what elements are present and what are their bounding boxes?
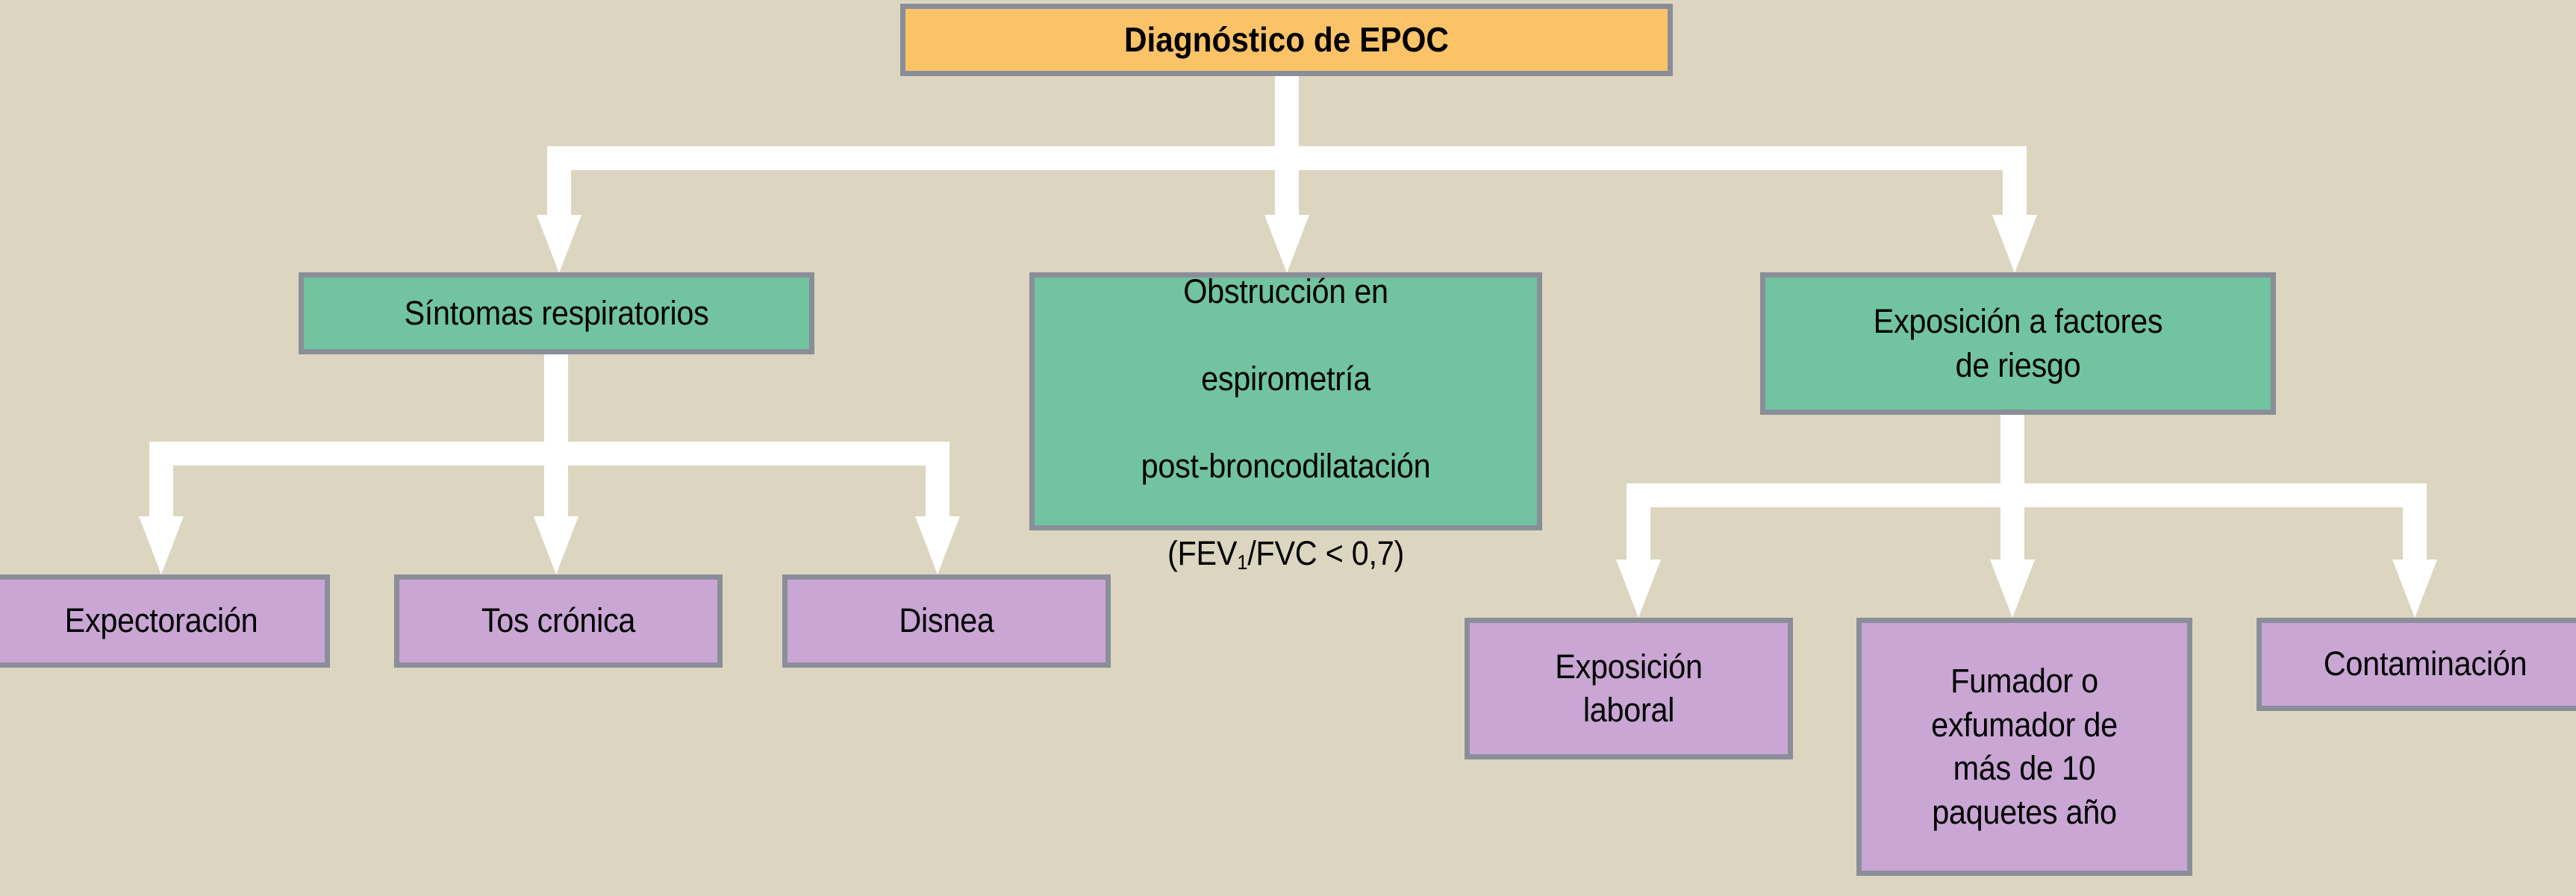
connector-exposicion-to-laboral-arrowhead	[1616, 560, 1661, 618]
node-contaminacion[interactable]: Contaminación	[2257, 618, 2576, 711]
node-expectoracion[interactable]: Expectoración	[0, 574, 330, 668]
node-exposicion-laboral-label: Exposición laboral	[1555, 647, 1703, 730]
connector-exposicion-bar	[1627, 483, 2427, 507]
node-obstruccion-espirometria[interactable]: Obstrucción en espirometría post-broncod…	[1029, 272, 1542, 574]
connector-root-to-exposicion-arrowhead	[1992, 215, 2037, 273]
connector-exposicion-to-laboral-stem	[1627, 483, 1650, 566]
obstruccion-line-4: (FEV1/FVC < 0,7)	[1167, 534, 1404, 574]
connector-sintomas-stem	[544, 352, 568, 443]
node-disnea-label: Disnea	[899, 601, 994, 640]
connector-exposicion-to-fumador-arrowhead	[1990, 560, 2035, 618]
connector-root-to-sintomas-arrowhead	[537, 215, 581, 273]
connector-root-to-sintomas-stem	[547, 146, 571, 221]
node-sintomas-respiratorios[interactable]: Síntomas respiratorios	[299, 272, 814, 354]
node-fumador-exfumador[interactable]: Fumador o exfumador de más de 10 paquete…	[1856, 618, 2192, 876]
obstruccion-fev-suffix: /FVC < 0,7)	[1247, 534, 1404, 573]
connector-sintomas-to-tos-stem	[544, 442, 568, 522]
node-exposicion-factores-riesgo[interactable]: Exposición a factores de riesgo	[1760, 272, 2276, 415]
node-sintomas-respiratorios-label: Síntomas respiratorios	[404, 293, 709, 332]
node-obstruccion-espirometria-label: Obstrucción en espirometría post-broncod…	[1055, 227, 1517, 577]
node-exposicion-factores-riesgo-label: Exposición a factores de riesgo	[1873, 302, 2163, 384]
obstruccion-fev-prefix: (FEV	[1167, 534, 1238, 573]
node-diagnostico-epoc[interactable]: Diagnóstico de EPOC	[900, 4, 1673, 76]
connector-root-to-exposicion-stem	[2003, 146, 2027, 221]
connector-exposicion-to-fumador-stem	[2000, 483, 2024, 566]
obstruccion-fev-subscript: 1	[1237, 551, 1248, 574]
obstruccion-line-1: Obstrucción en	[1183, 272, 1388, 311]
connector-sintomas-to-tos-arrowhead	[534, 516, 578, 574]
node-diagnostico-epoc-label: Diagnóstico de EPOC	[1123, 19, 1450, 59]
node-tos-cronica-label: Tos crónica	[481, 601, 636, 640]
connector-root-to-obstruccion-stem	[1275, 146, 1299, 221]
connector-sintomas-to-disnea-stem	[926, 442, 949, 522]
obstruccion-line-2: espirometría	[1201, 360, 1370, 398]
connector-root-to-obstruccion-arrowhead	[1264, 215, 1309, 273]
obstruccion-line-3: post-broncodilatación	[1141, 447, 1431, 486]
connector-exposicion-to-contaminacion-stem	[2403, 483, 2427, 566]
connector-sintomas-to-expectoracion-arrowhead	[139, 516, 184, 574]
connector-sintomas-to-disnea-arrowhead	[915, 516, 960, 574]
node-expectoracion-label: Expectoración	[64, 601, 258, 640]
node-contaminacion-label: Contaminación	[2323, 645, 2527, 683]
connector-sintomas-to-expectoracion-stem	[149, 442, 173, 522]
connector-root-stem	[1275, 75, 1299, 148]
node-fumador-exfumador-label: Fumador o exfumador de más de 10 paquete…	[1931, 662, 2118, 831]
connector-exposicion-to-contaminacion-arrowhead	[2392, 560, 2437, 618]
node-tos-cronica[interactable]: Tos crónica	[394, 574, 723, 668]
node-exposicion-laboral[interactable]: Exposición laboral	[1465, 618, 1793, 759]
node-disnea[interactable]: Disnea	[782, 574, 1111, 668]
